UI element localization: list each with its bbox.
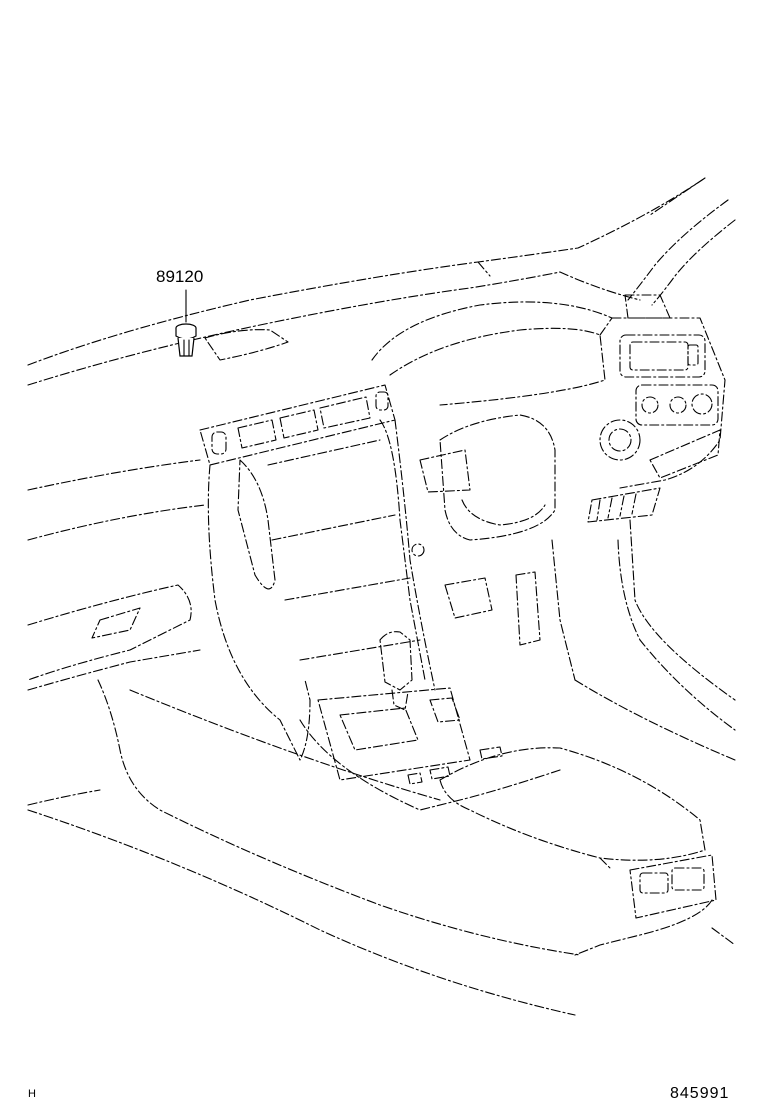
- dashboard-top: [27, 177, 736, 386]
- steering-area: [419, 414, 556, 541]
- passenger-dash: [27, 459, 206, 806]
- right-dash-panel: [587, 294, 726, 523]
- floor-right: [444, 519, 736, 761]
- shift-lever: [317, 631, 503, 785]
- center-stack: [199, 384, 436, 761]
- corner-mark-left: H: [28, 1088, 36, 1100]
- part-number-label: 89120: [156, 267, 203, 286]
- defroster-vent: [204, 329, 289, 361]
- instrument-hood: [371, 301, 613, 406]
- console-box: [27, 679, 736, 1016]
- part-89120: [175, 289, 197, 357]
- figure-code: 845991: [670, 1085, 729, 1102]
